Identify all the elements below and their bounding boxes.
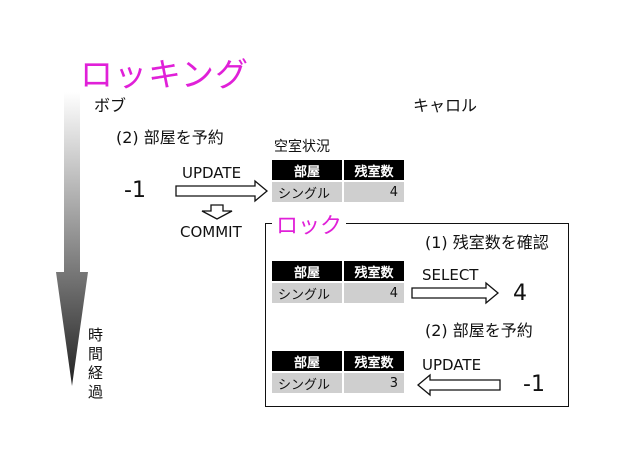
- bob-delta: -1: [124, 178, 146, 203]
- select-arrow: [411, 281, 500, 305]
- lock-region: [265, 223, 569, 407]
- cell-room: シングル: [272, 373, 342, 393]
- cell-room: シングル: [272, 182, 342, 202]
- commit-arrow: [201, 204, 233, 220]
- cell-count: 4: [344, 283, 404, 303]
- carol-step1-label: (1) 残室数を確認: [425, 233, 549, 252]
- carol-update-label: UPDATE: [422, 356, 482, 374]
- vacancy-table-initial: 部屋 残室数 シングル 4: [270, 158, 406, 204]
- cell-room: シングル: [272, 283, 342, 303]
- actor-carol: キャロル: [413, 96, 478, 115]
- select-label: SELECT: [422, 266, 479, 284]
- col-header-count: 残室数: [344, 261, 404, 281]
- col-header-count: 残室数: [344, 160, 404, 180]
- vacancy-label: 空室状況: [274, 139, 330, 155]
- col-header-room: 部屋: [272, 160, 342, 180]
- carol-delta: -1: [523, 372, 545, 397]
- time-char: 間: [88, 345, 104, 363]
- vacancy-table-updated: 部屋 残室数 シングル 3: [270, 349, 406, 395]
- vacancy-table-select: 部屋 残室数 シングル 4: [270, 259, 406, 305]
- cell-count: 3: [344, 373, 404, 393]
- carol-step2-label: (2) 部屋を予約: [425, 321, 533, 340]
- commit-label: COMMIT: [180, 223, 242, 241]
- table-row: シングル 4: [272, 283, 404, 303]
- bob-step-label: (2) 部屋を予約: [116, 128, 224, 147]
- time-char: 経: [88, 364, 104, 382]
- time-char: 時: [88, 326, 104, 344]
- bob-update-label: UPDATE: [182, 164, 242, 182]
- cell-count: 4: [344, 182, 404, 202]
- col-header-room: 部屋: [272, 351, 342, 371]
- table-row: シングル 4: [272, 182, 404, 202]
- lock-title: ロック: [272, 208, 347, 240]
- time-axis-arrow: [56, 92, 88, 386]
- carol-update-arrow: [416, 373, 501, 397]
- diagram-title: ロッキング: [80, 55, 250, 94]
- bob-update-arrow: [175, 179, 269, 203]
- table-row: シングル 3: [272, 373, 404, 393]
- actor-bob: ボブ: [94, 96, 127, 115]
- select-result: 4: [513, 281, 527, 306]
- time-char: 過: [88, 383, 104, 401]
- time-axis-label: 時 間 経 過: [88, 326, 104, 402]
- col-header-count: 残室数: [344, 351, 404, 371]
- col-header-room: 部屋: [272, 261, 342, 281]
